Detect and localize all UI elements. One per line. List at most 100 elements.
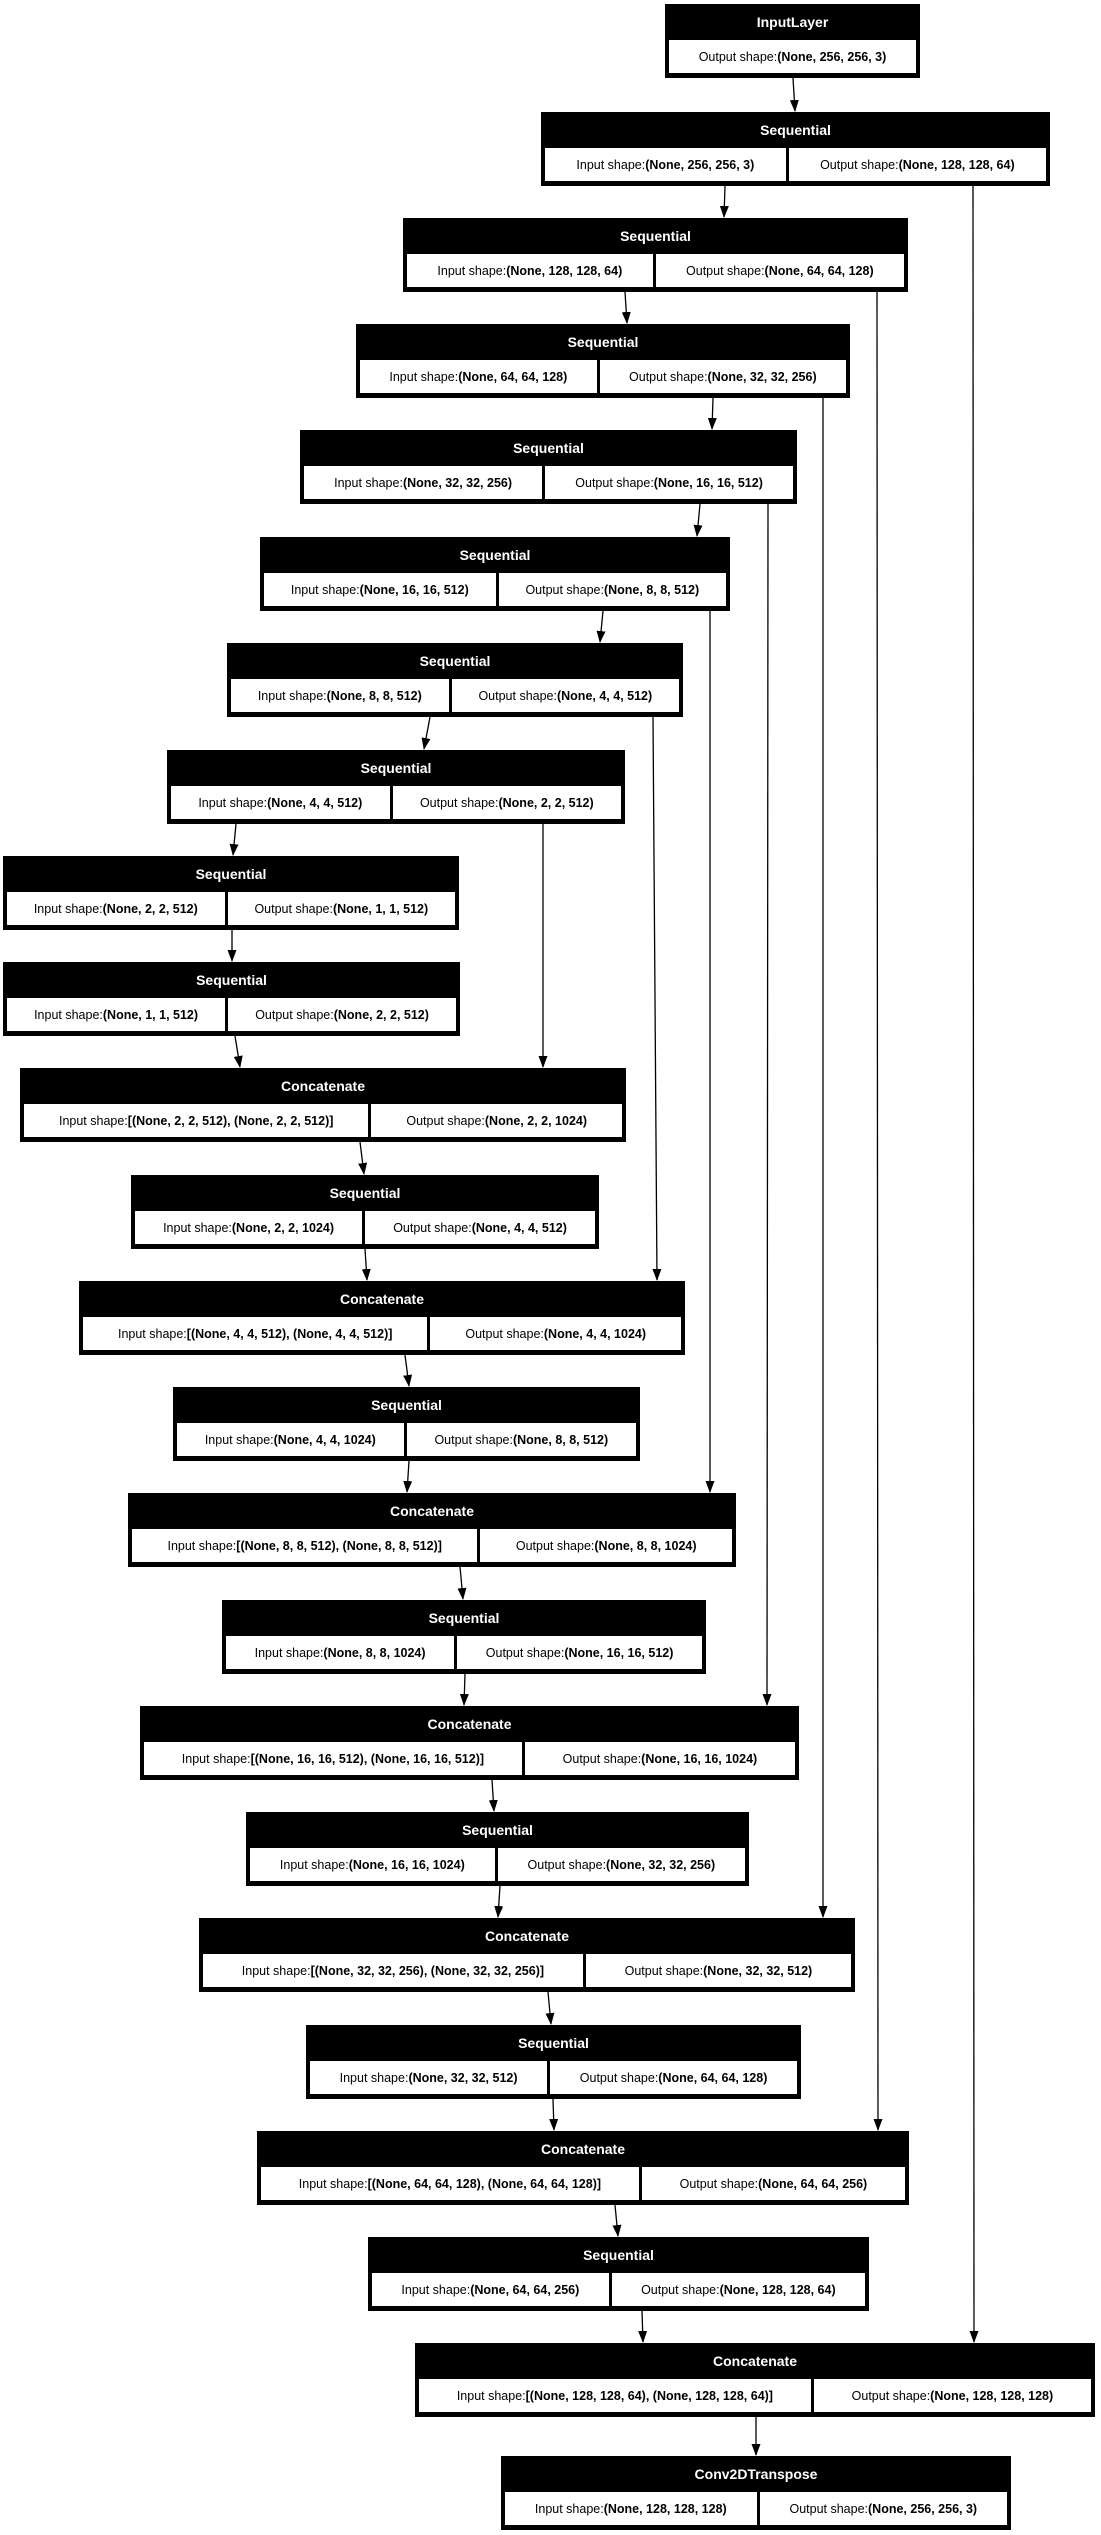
shape-value: (None, 16, 16, 512) [359, 582, 469, 597]
output-shape-cell: Output shape: (None, 8, 8, 1024) [480, 1529, 732, 1562]
edge-main-path-sequential_14-to-concatenate_6 [549, 2098, 559, 2131]
input-shape-cell: Input shape: (None, 64, 64, 256) [372, 2273, 609, 2306]
input-shape-cell: Input shape: (None, 2, 2, 1024) [135, 1211, 363, 1244]
layer-title: Sequential [760, 122, 831, 138]
layer-title: Sequential [620, 228, 691, 244]
input-shape-cell: Input shape: (None, 256, 256, 3) [545, 148, 786, 181]
shape-value: (None, 2, 2, 1024) [484, 1113, 588, 1128]
shape-value: (None, 4, 4, 1024) [543, 1326, 647, 1341]
output-shape-cell: Output shape: (None, 2, 2, 512) [392, 786, 621, 819]
shape-label: Output shape: [515, 1538, 595, 1553]
shape-value: (None, 256, 256, 3) [868, 2501, 978, 2516]
shape-label: Input shape: [456, 2388, 526, 2403]
output-shape-cell: Output shape: (None, 64, 64, 128) [550, 2061, 797, 2094]
shape-value: (None, 2, 2, 1024) [231, 1220, 335, 1235]
shape-label: Input shape: [290, 582, 360, 597]
layer-title: Sequential [518, 2035, 589, 2051]
shape-value: (None, 128, 128, 64) [506, 263, 623, 278]
shape-value: (None, 16, 16, 1024) [348, 1857, 465, 1872]
edge-main-path-sequential_2-to-sequential_3 [621, 291, 631, 324]
shape-row: Input shape: (None, 8, 8, 512)Output sha… [231, 679, 679, 712]
shape-value: (None, 1, 1, 512) [332, 901, 429, 916]
shape-label: Input shape: [117, 1326, 187, 1341]
shape-label: Output shape: [629, 369, 708, 384]
shape-label: Input shape: [334, 475, 403, 490]
shape-label: Input shape: [339, 2070, 409, 2085]
edge-main-path-sequential_5-to-sequential_6 [596, 610, 606, 643]
input-shape-cell: Input shape: [(None, 16, 16, 512), (None… [144, 1742, 522, 1775]
edge-skip-connection-sequential_4-to-concatenate_4 [762, 503, 772, 1706]
layer-title: Sequential [195, 866, 267, 882]
layer-title: InputLayer [756, 14, 829, 30]
shape-value: (None, 8, 8, 1024) [594, 1538, 697, 1553]
input-shape-cell: Input shape: (None, 8, 8, 1024) [226, 1636, 455, 1669]
input-shape-cell: Input shape: [(None, 64, 64, 128), (None… [261, 2167, 639, 2200]
output-shape-cell: Output shape: (None, 32, 32, 256) [599, 360, 846, 393]
shape-row: Input shape: [(None, 16, 16, 512), (None… [144, 1742, 795, 1775]
edge-main-path-concatenate_6-to-sequential_15 [612, 2204, 622, 2237]
shape-label: Output shape: [255, 1007, 334, 1022]
shape-value: (None, 32, 32, 512) [408, 2070, 518, 2085]
shape-value: [(None, 4, 4, 512), (None, 4, 4, 512)] [186, 1326, 393, 1341]
shape-value: (None, 16, 16, 512) [564, 1645, 674, 1660]
shape-row: Output shape: (None, 256, 256, 3) [669, 40, 916, 73]
shape-label: Input shape: [298, 2176, 368, 2191]
edge-skip-connection-sequential_1-to-concatenate_7 [969, 185, 979, 2343]
shape-label: Output shape: [698, 49, 778, 64]
input-shape-cell: Input shape: (None, 128, 128, 64) [407, 254, 653, 287]
shape-value: [(None, 8, 8, 512), (None, 8, 8, 512)] [236, 1538, 442, 1553]
edge-main-path-sequential_4-to-sequential_5 [693, 503, 703, 537]
edge-skip-connection-sequential_2-to-concatenate_6 [873, 291, 883, 2131]
edge-main-path-concatenate_1-to-sequential_10 [358, 1141, 368, 1175]
shape-row: Input shape: [(None, 32, 32, 256), (None… [203, 1954, 852, 1987]
shape-label: Output shape: [478, 688, 557, 703]
edge-main-path-sequential_11-to-concatenate_3 [403, 1460, 413, 1493]
shape-row: Input shape: [(None, 64, 64, 128), (None… [261, 2167, 906, 2200]
shape-row: Input shape: [(None, 2, 2, 512), (None, … [24, 1104, 622, 1137]
shape-value: (None, 32, 32, 512) [703, 1963, 813, 1978]
shape-label: Output shape: [254, 901, 333, 916]
output-shape-cell: Output shape: (None, 16, 16, 512) [457, 1636, 703, 1669]
shape-label: Output shape: [686, 263, 765, 278]
edge-main-path-concatenate_4-to-sequential_13 [488, 1779, 498, 1812]
shape-label: Output shape: [679, 2176, 759, 2191]
shape-value: (None, 8, 8, 512) [603, 582, 700, 597]
shape-label: Input shape: [279, 1857, 349, 1872]
shape-row: Input shape: (None, 32, 32, 256)Output s… [304, 466, 793, 499]
shape-value: (None, 4, 4, 1024) [273, 1432, 376, 1447]
layer-title: Sequential [371, 1397, 442, 1413]
input-shape-cell: Input shape: [(None, 8, 8, 512), (None, … [132, 1529, 478, 1562]
shape-row: Input shape: (None, 128, 128, 64)Output … [407, 254, 905, 287]
shape-value: (None, 4, 4, 512) [556, 688, 653, 703]
shape-value: (None, 256, 256, 3) [645, 157, 755, 172]
shape-value: (None, 2, 2, 512) [498, 795, 594, 810]
shape-value: (None, 128, 128, 64) [719, 2282, 836, 2297]
input-shape-cell: Input shape: [(None, 32, 32, 256), (None… [203, 1954, 583, 1987]
edge-main-path-sequential_3-to-sequential_4 [707, 397, 717, 430]
output-shape-cell: Output shape: (None, 16, 16, 1024) [524, 1742, 795, 1775]
layer-title: Concatenate [389, 1503, 475, 1519]
output-shape-cell: Output shape: (None, 256, 256, 3) [759, 2492, 1007, 2525]
output-shape-cell: Output shape: (None, 128, 128, 64) [611, 2273, 866, 2306]
output-shape-cell: Output shape: (None, 16, 16, 512) [545, 466, 793, 499]
shape-label: Input shape: [163, 1220, 232, 1235]
shape-value: [(None, 2, 2, 512), (None, 2, 2, 512)] [127, 1113, 334, 1128]
layer-title: Concatenate [427, 1716, 512, 1732]
shape-row: Input shape: (None, 8, 8, 1024)Output sh… [226, 1636, 703, 1669]
output-shape-cell: Output shape: (None, 64, 64, 128) [655, 254, 905, 287]
shape-label: Input shape: [33, 901, 103, 916]
shape-row: Input shape: (None, 256, 256, 3)Output s… [545, 148, 1047, 181]
layer-title: Sequential [462, 1822, 533, 1838]
shape-value: (None, 1, 1, 512) [102, 1007, 199, 1022]
output-shape-cell: Output shape: (None, 8, 8, 512) [498, 573, 727, 606]
shape-row: Input shape: (None, 128, 128, 128)Output… [505, 2492, 1007, 2525]
